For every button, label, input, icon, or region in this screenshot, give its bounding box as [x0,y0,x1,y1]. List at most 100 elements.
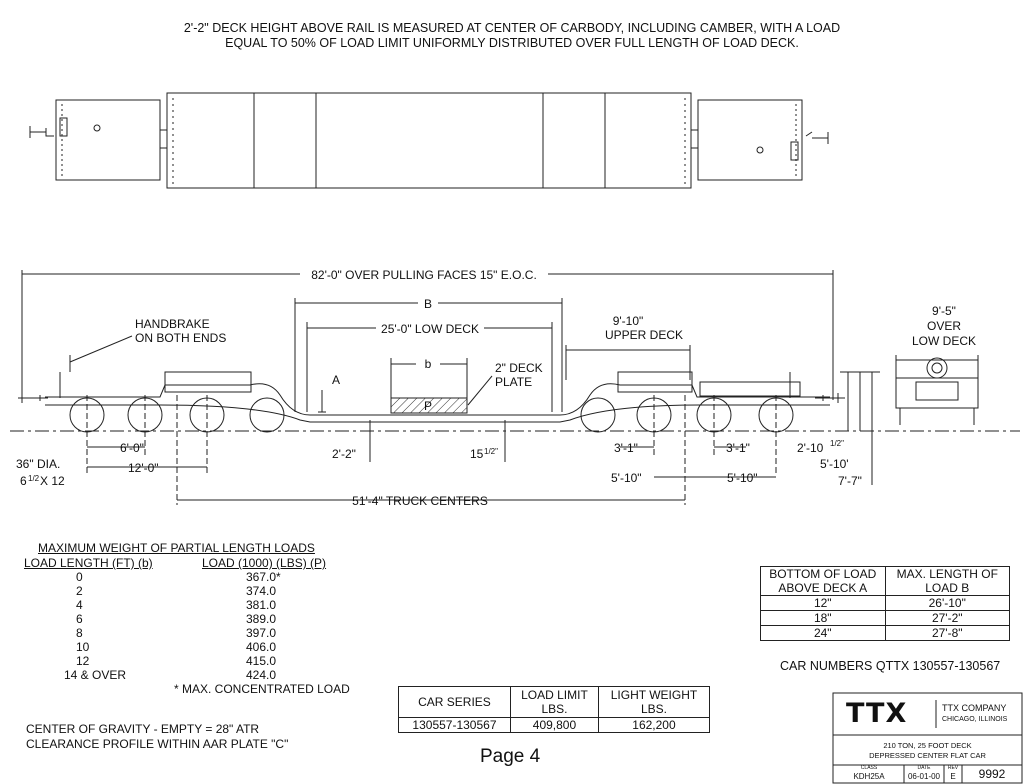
load-b-header-b: MAX. LENGTH OF LOAD B [884,566,1010,596]
load-b-row: 18"27'-2" [760,610,1010,626]
handbrake-label-1: HANDBRAKE [135,317,210,331]
partial-loads-footnote: * MAX. CONCENTRATED LOAD [174,682,350,696]
deck-plate-label-2: PLATE [495,375,532,389]
light-weight-header: LIGHT WEIGHT LBS. [597,686,711,718]
load-b-row: 24"27'-8" [760,625,1010,641]
partial-load-length: 2 [76,584,83,598]
partial-loads-title: MAXIMUM WEIGHT OF PARTIAL LENGTH LOADS [38,541,315,555]
series-value: 130557-130567 [398,717,511,733]
end-width-label-3: LOW DECK [912,334,976,348]
class-label: CLASS [860,765,878,771]
plan-view [29,92,829,189]
partial-load-value: 374.0 [246,584,277,598]
rev-value: E [950,772,956,781]
partial-loads-section: MAXIMUM WEIGHT OF PARTIAL LENGTH LOADS L… [24,541,350,697]
partial-load-value: 415.0 [246,654,277,668]
partial-load-row: 12 415.0 [24,654,330,668]
partial-loads-col-length: LOAD LENGTH (FT) (b) [24,556,153,570]
rev-label: REV [947,765,959,771]
load-b-rows: 12"26'-10"18"27'-2"24"27'-8" [760,595,1010,641]
two-ten-main: 2'-10 [797,441,824,455]
car-numbers: CAR NUMBERS QTTX 130557-130567 [780,659,1001,673]
light-weight-header-line1: LIGHT WEIGHT [610,688,698,702]
partial-load-length: 14 & OVER [64,668,127,682]
partial-load-value: 397.0 [246,626,277,640]
load-b-header-a: BOTTOM OF LOAD ABOVE DECK A [760,566,886,596]
cg-note: CENTER OF GRAVITY - EMPTY = 28" ATR [26,722,260,736]
car-description-line1: 210 TON, 25 FOOT DECK [883,741,972,750]
drawing-number: 9992 [978,767,1006,781]
a-label: A [332,373,340,387]
truck-centers-label: 51'-4" TRUCK CENTERS [352,494,488,508]
elevation-view [10,270,1020,505]
b-dimension-label: B [424,297,432,311]
date-value: 06-01-00 [907,772,941,781]
three-one-label-a: 3'-1" [614,441,638,455]
partial-load-row: 2 374.0 [24,584,330,598]
top-note-line-1: 2'-2" DECK HEIGHT ABOVE RAIL IS MEASURED… [183,21,841,35]
axle-rest: X 12 [40,474,65,488]
load-b-height: 18" [760,610,886,626]
plan-center-body [166,92,692,189]
partial-load-row: 8 397.0 [24,626,330,640]
five-ten-label-b: 5'-10" [727,471,758,485]
load-limit-header: LOAD LIMIT LBS. [509,686,599,718]
fifteen-half-frac: 1/2" [484,447,498,456]
axle-main: 6 [20,474,27,488]
partial-load-length: 8 [76,626,83,640]
load-b-table: BOTTOM OF LOAD ABOVE DECK A MAX. LENGTH … [760,566,1010,641]
light-weight-value: 162,200 [597,717,711,733]
page-label: Page 4 [480,746,541,767]
load-limit-header-line1: LOAD LIMIT [521,688,588,702]
car-series-table: CAR SERIES LOAD LIMIT LBS. LIGHT WEIGHT … [398,686,711,733]
partial-loads-col-load: LOAD (1000) (LBS) (P) [202,556,327,570]
ttx-logo: TTX [846,698,908,729]
load-b-row: 12"26'-10" [760,595,1010,611]
deck-height-label: 2'-2" [332,447,356,461]
clearance-note: CLEARANCE PROFILE WITHIN AAR PLATE "C" [26,737,289,751]
light-weight-header-line2: LBS. [640,702,667,716]
load-b-max-length: 26'-10" [884,595,1010,611]
six-ft-label: 6'-0" [120,441,144,455]
notes: CENTER OF GRAVITY - EMPTY = 28" ATR CLEA… [26,722,288,752]
load-p-block [390,397,468,414]
load-b-max-length: 27'-8" [884,625,1010,641]
five-ten-label-c: 5'-10' [820,457,849,471]
load-b-height: 12" [760,595,886,611]
partial-load-value: 406.0 [246,640,277,654]
deck-plate-label-1: 2" DECK [495,361,543,375]
partial-load-row: 0 367.0* [24,570,330,584]
plan-left-end [55,99,161,181]
partial-load-length: 0 [76,570,83,584]
load-b-max-length: 27'-2" [884,610,1010,626]
load-limit-value: 409,800 [509,717,599,733]
top-note: 2'-2" DECK HEIGHT ABOVE RAIL IS MEASURED… [0,21,1024,51]
load-b-header-b-line1: MAX. LENGTH OF [896,567,998,581]
partial-loads-table: LOAD LENGTH (FT) (b) LOAD (1000) (LBS) (… [24,556,330,682]
top-note-line-2: EQUAL TO 50% OF LOAD LIMIT UNIFORMLY DIS… [225,36,799,50]
title-block-frame [832,692,1023,784]
upper-deck-label: UPPER DECK [605,328,683,342]
car-description: 210 TON, 25 FOOT DECK DEPRESSED CENTER F… [833,741,1022,761]
axle-frac: 1/2 [28,474,40,483]
five-ten-label-a: 5'-10" [611,471,642,485]
load-b-header-a-line1: BOTTOM OF LOAD [769,567,877,581]
low-deck-label: 25'-0" LOW DECK [381,322,479,336]
partial-load-length: 12 [76,654,90,668]
load-b-header-b-line2: LOAD B [925,581,970,595]
date-label: DATE [917,765,931,771]
handbrake-label-2: ON BOTH ENDS [135,331,226,345]
upper-deck-length: 9'-10" [613,314,644,328]
partial-load-value: 367.0* [246,570,281,584]
twelve-ft-label: 12'-0" [128,461,159,475]
series-header: CAR SERIES [398,686,511,718]
overall-length-label: 82'-0" OVER PULLING FACES 15" E.O.C. [311,268,537,282]
partial-load-length: 4 [76,598,83,612]
p-label: P [424,399,432,413]
load-limit-header-line2: LBS. [541,702,568,716]
